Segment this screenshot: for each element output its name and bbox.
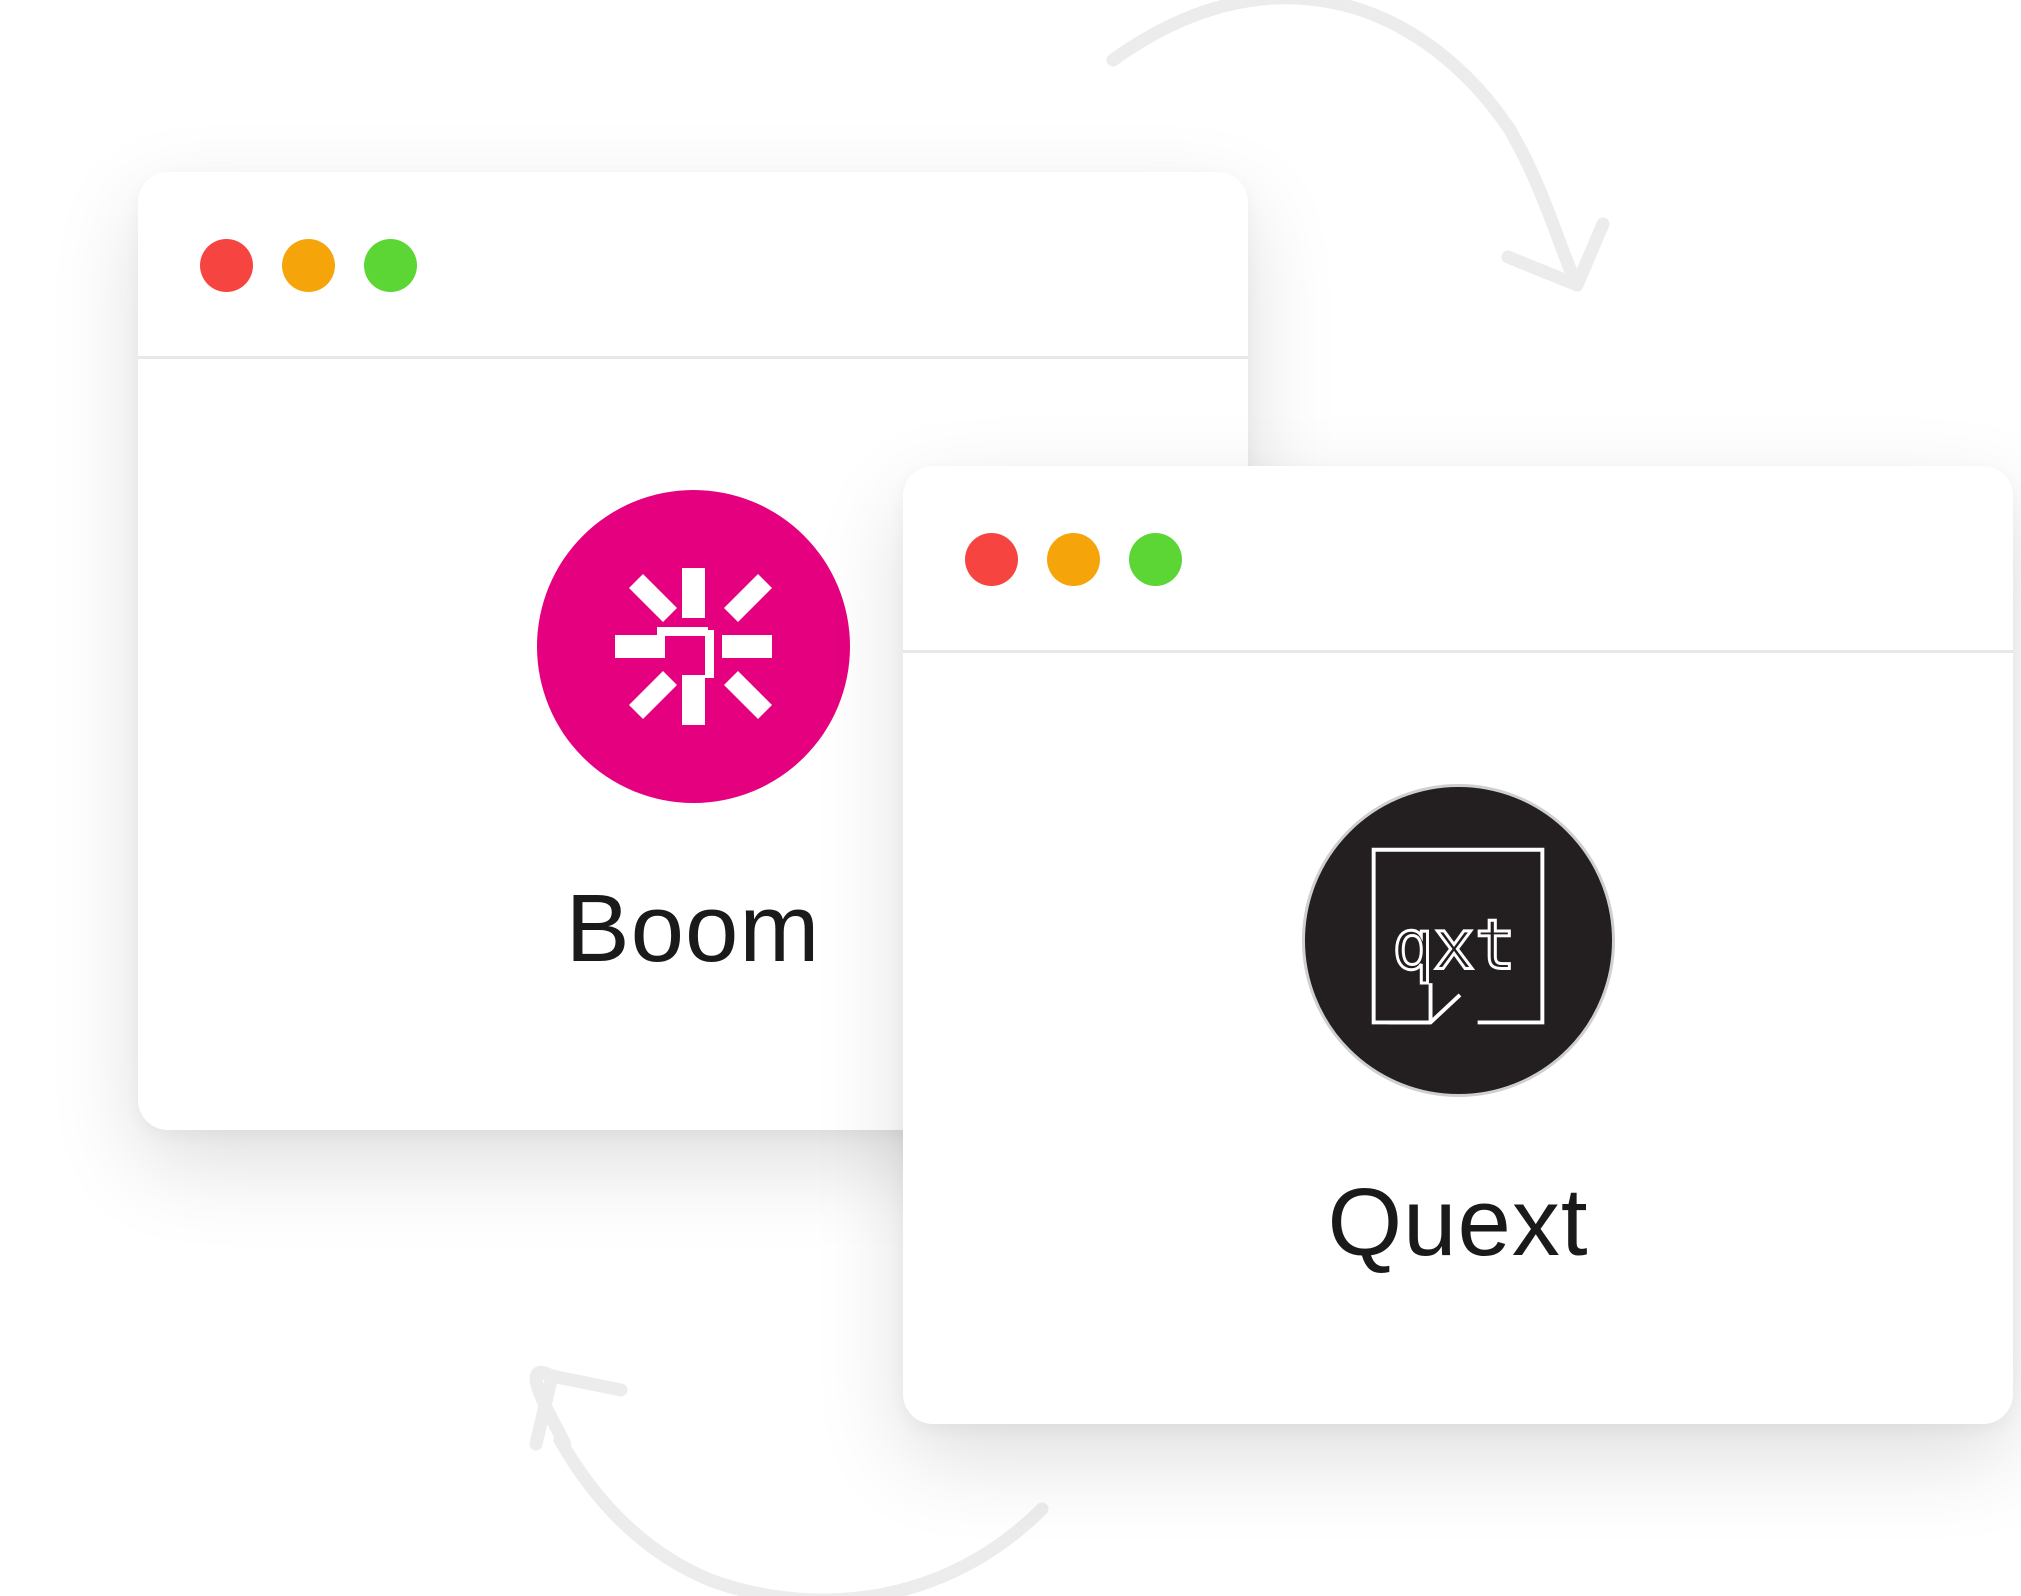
quext-qxt-icon: qxt — [1371, 847, 1545, 1025]
titlebar-divider — [903, 650, 2013, 653]
window-titlebar — [138, 172, 1248, 357]
sync-arrow-top-head-icon — [1501, 217, 1610, 292]
boom-asterisk-arrows-icon — [615, 568, 772, 725]
boom-logo — [537, 490, 850, 803]
close-button[interactable] — [200, 239, 253, 292]
quext-logo-text: qxt — [1392, 905, 1516, 985]
quext-window: qxt Quext — [903, 466, 2013, 1424]
boom-app-name: Boom — [565, 875, 821, 982]
close-button[interactable] — [965, 533, 1018, 586]
titlebar-divider — [138, 356, 1248, 359]
quext-app-name: Quext — [1327, 1169, 1589, 1276]
minimize-button[interactable] — [1047, 533, 1100, 586]
window-titlebar — [903, 466, 2013, 651]
maximize-button[interactable] — [364, 239, 417, 292]
minimize-button[interactable] — [282, 239, 335, 292]
sync-arrow-bottom-head-icon — [529, 1369, 628, 1451]
maximize-button[interactable] — [1129, 533, 1182, 586]
quext-logo: qxt — [1302, 784, 1615, 1097]
